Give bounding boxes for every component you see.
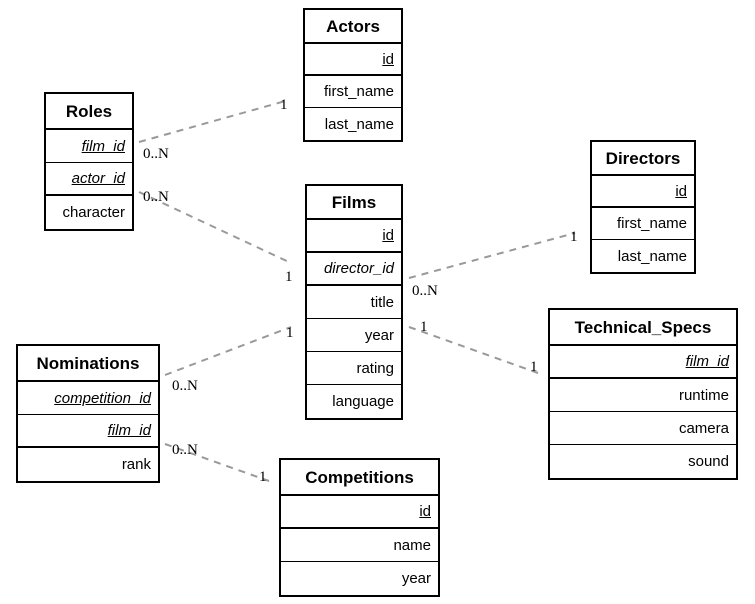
entity-roles[interactable]: Roles film_id actor_id character [44, 92, 134, 231]
attribute-label: competition_id [54, 389, 151, 407]
relationship-line-films-technical-specs [408, 326, 539, 374]
entity-competitions[interactable]: Competitions id name year [279, 458, 440, 597]
attribute-nominations-competition_id[interactable]: competition_id [18, 382, 158, 415]
cardinality-nominations-films-to: 1 [286, 325, 294, 341]
cardinality-roles-actors-to: 1 [280, 97, 288, 113]
attribute-technical_specs-sound[interactable]: sound [550, 445, 736, 478]
attribute-label: film_id [107, 422, 151, 439]
attribute-films-language[interactable]: language [307, 385, 401, 418]
cardinality-films-technical-specs-from: 1 [420, 319, 428, 335]
cardinality-roles-films-to: 1 [285, 269, 293, 285]
cardinality-nominations-competitions-to: 1 [259, 469, 267, 485]
attribute-directors-first_name[interactable]: first_name [592, 208, 694, 240]
attribute-roles-actor_id[interactable]: actor_id [46, 163, 132, 196]
attribute-films-rating[interactable]: rating [307, 352, 401, 385]
attribute-label: title [370, 293, 394, 311]
attribute-technical_specs-runtime[interactable]: runtime [550, 379, 736, 412]
attribute-technical_specs-film_id[interactable]: film_id [550, 346, 736, 379]
attribute-label: id [675, 182, 687, 200]
attribute-technical_specs-camera[interactable]: camera [550, 412, 736, 445]
entity-actors[interactable]: Actors id first_name last_name [303, 8, 403, 142]
cardinality-nominations-competitions-from: 0..N [172, 442, 198, 458]
entity-directors[interactable]: Directors id first_name last_name [590, 140, 696, 274]
entity-title-nominations: Nominations [18, 346, 158, 382]
entity-title-technical_specs: Technical_Specs [550, 310, 736, 346]
attribute-label: id [382, 50, 394, 68]
attribute-directors-id[interactable]: id [592, 176, 694, 208]
attribute-actors-last_name[interactable]: last_name [305, 108, 401, 140]
attribute-films-id[interactable]: id [307, 220, 401, 253]
relationship-line-nominations-films [164, 326, 292, 376]
attribute-label: id [382, 227, 394, 244]
attribute-label: last_name [324, 115, 394, 133]
attribute-nominations-film_id[interactable]: film_id [18, 415, 158, 448]
cardinality-films-directors-from: 0..N [412, 283, 438, 299]
attribute-label: character [62, 204, 125, 221]
attribute-competitions-id[interactable]: id [281, 496, 438, 529]
attribute-actors-first_name[interactable]: first_name [305, 76, 401, 108]
attribute-label: rank [121, 456, 151, 473]
attribute-label: camera [678, 419, 729, 437]
attribute-label: first_name [323, 83, 394, 100]
attribute-label: director_id [323, 260, 394, 277]
attribute-roles-film_id[interactable]: film_id [46, 130, 132, 163]
attribute-roles-character[interactable]: character [46, 196, 132, 229]
entity-title-competitions: Competitions [281, 460, 438, 496]
cardinality-roles-films-from: 0..N [143, 189, 169, 205]
attribute-competitions-year[interactable]: year [281, 562, 438, 595]
attribute-films-title[interactable]: title [307, 286, 401, 319]
attribute-label: sound [688, 453, 729, 470]
attribute-label: film_id [81, 137, 125, 155]
attribute-films-director_id[interactable]: director_id [307, 253, 401, 286]
attribute-directors-last_name[interactable]: last_name [592, 240, 694, 272]
attribute-label: last_name [617, 247, 687, 265]
attribute-label: year [364, 326, 394, 344]
attribute-actors-id[interactable]: id [305, 44, 401, 76]
attribute-label: runtime [678, 386, 729, 404]
attribute-label: language [332, 393, 394, 410]
entity-title-roles: Roles [46, 94, 132, 130]
cardinality-films-directors-to: 1 [570, 229, 578, 245]
attribute-competitions-name[interactable]: name [281, 529, 438, 562]
attribute-label: actor_id [71, 170, 125, 187]
cardinality-nominations-films-from: 0..N [172, 378, 198, 394]
attribute-films-year[interactable]: year [307, 319, 401, 352]
attribute-label: id [419, 503, 431, 520]
entity-title-directors: Directors [592, 142, 694, 176]
attribute-label: name [393, 536, 431, 554]
entity-title-actors: Actors [305, 10, 401, 44]
entity-title-films: Films [307, 186, 401, 220]
attribute-nominations-rank[interactable]: rank [18, 448, 158, 481]
attribute-label: film_id [685, 353, 729, 370]
cardinality-films-technical-specs-to: 1 [530, 359, 538, 375]
relationship-line-films-directors [408, 232, 576, 279]
attribute-label: year [401, 570, 431, 587]
cardinality-roles-actors-from: 0..N [143, 146, 169, 162]
attribute-label: rating [356, 359, 394, 377]
relationship-line-roles-actors [138, 99, 290, 143]
attribute-label: first_name [616, 215, 687, 232]
